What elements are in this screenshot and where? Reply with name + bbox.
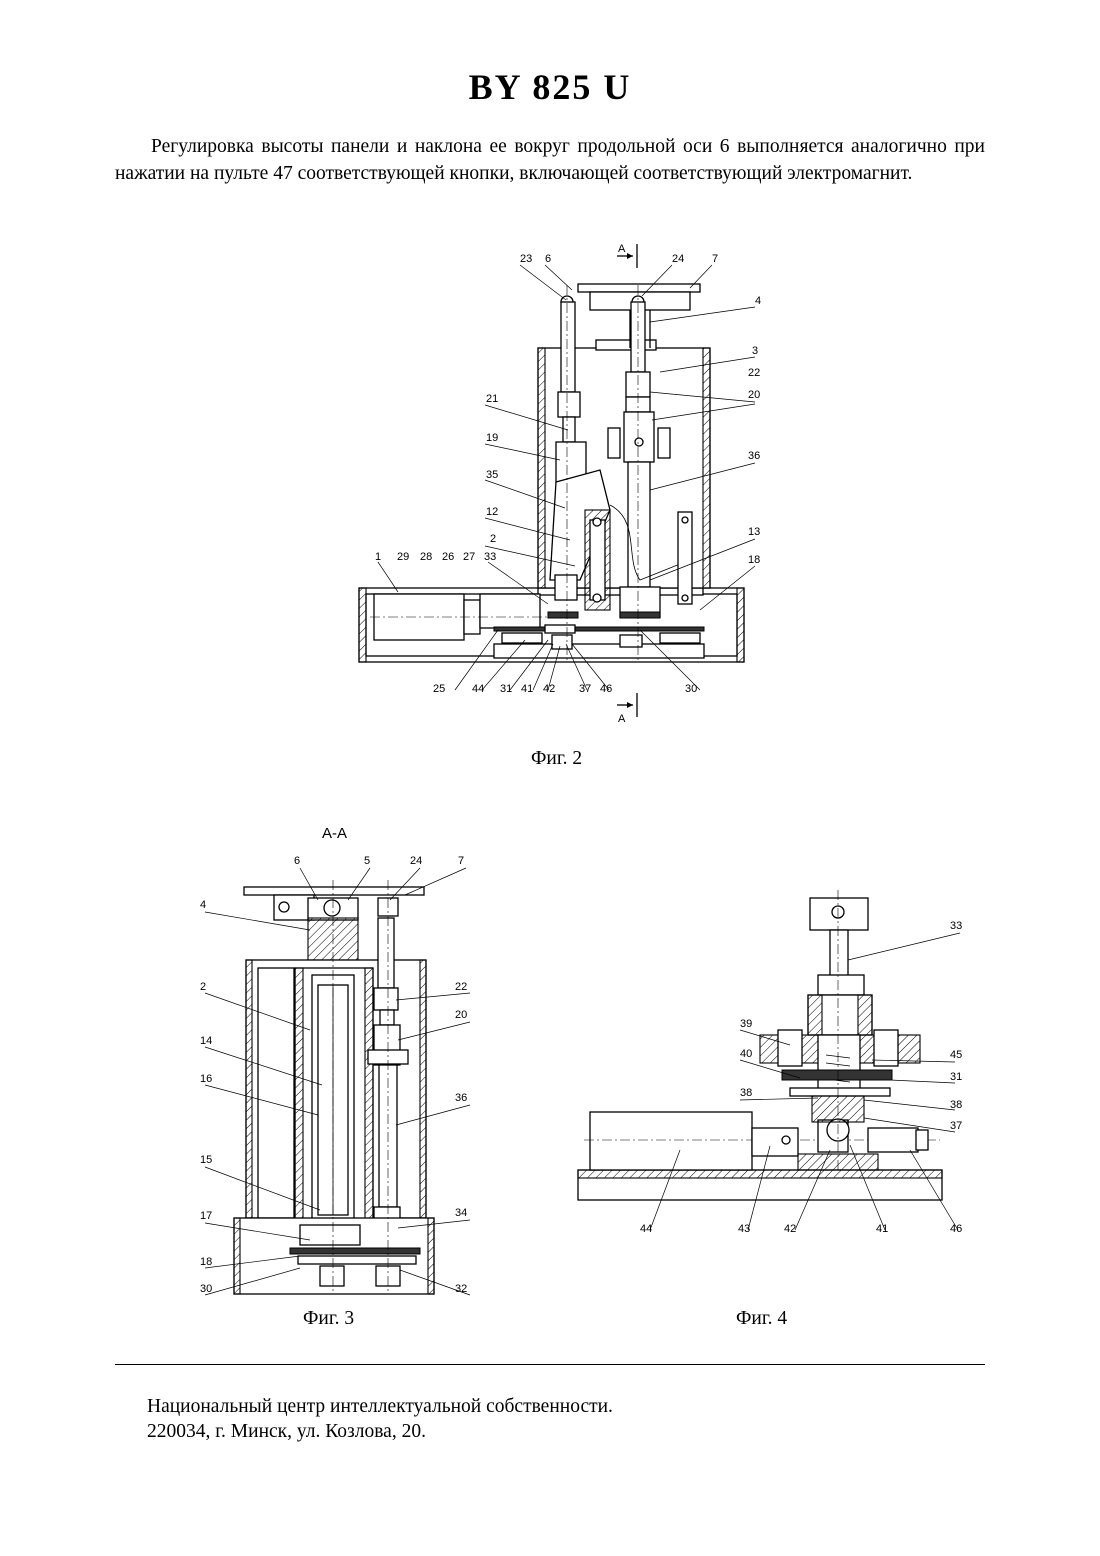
- fig2-label: 25: [433, 683, 445, 695]
- fig3-label: 6: [294, 855, 300, 867]
- fig4-label: 44: [640, 1223, 652, 1235]
- fig2-label: 4: [755, 295, 761, 307]
- fig2-label: 24: [672, 253, 684, 265]
- fig2-label: 21: [486, 393, 498, 405]
- fig4-label: 38: [740, 1087, 752, 1099]
- fig2-caption: Фиг. 2: [531, 748, 582, 770]
- fig4-label: 46: [950, 1223, 962, 1235]
- fig2-label: 36: [748, 450, 760, 462]
- figure-4-drawing: [578, 890, 942, 1200]
- fig2-label: 27: [463, 551, 475, 563]
- fig2-label: 19: [486, 432, 498, 444]
- fig3-label: 16: [200, 1073, 212, 1085]
- fig4-label: 38: [950, 1099, 962, 1111]
- fig3-caption: Фиг. 3: [303, 1308, 354, 1330]
- fig3-label: 15: [200, 1154, 212, 1166]
- fig2-label: 3: [752, 345, 758, 357]
- fig2-label: 26: [442, 551, 454, 563]
- footer-line-2: 220034, г. Минск, ул. Козлова, 20.: [147, 1421, 426, 1443]
- section-mark-bottom: А: [618, 713, 626, 725]
- fig3-label: 34: [455, 1207, 467, 1219]
- fig2-label: 7: [712, 253, 718, 265]
- fig3-label: 32: [455, 1283, 467, 1295]
- fig2-label: 13: [748, 526, 760, 538]
- fig2-label: 35: [486, 469, 498, 481]
- fig4-label: 37: [950, 1120, 962, 1132]
- fig3-label: 18: [200, 1256, 212, 1268]
- fig4-label: 31: [950, 1071, 962, 1083]
- fig4-label: 43: [738, 1223, 750, 1235]
- fig4-label: 39: [740, 1018, 752, 1030]
- fig3-label: 30: [200, 1283, 212, 1295]
- figure-3-drawing: [234, 880, 434, 1294]
- fig3-label: 2: [200, 981, 206, 993]
- fig2-label: 31: [500, 683, 512, 695]
- fig3-label: 20: [455, 1009, 467, 1021]
- fig3-label: 22: [455, 981, 467, 993]
- fig3-label: 5: [364, 855, 370, 867]
- fig2-label: 1: [375, 551, 381, 563]
- fig2-label: 41: [521, 683, 533, 695]
- fig4-label: 42: [784, 1223, 796, 1235]
- fig4-label: 41: [876, 1223, 888, 1235]
- fig2-label: 23: [520, 253, 532, 265]
- fig2-label: 18: [748, 554, 760, 566]
- fig3-label: 36: [455, 1092, 467, 1104]
- fig2-label: 6: [545, 253, 551, 265]
- fig4-label: 33: [950, 920, 962, 932]
- fig2-label: 12: [486, 506, 498, 518]
- fig2-label: 2: [490, 533, 496, 545]
- fig2-label: 37: [579, 683, 591, 695]
- fig2-label: 28: [420, 551, 432, 563]
- fig2-label: 22: [748, 367, 760, 379]
- footer-divider: [115, 1364, 985, 1365]
- fig2-label: 44: [472, 683, 484, 695]
- fig2-label: 30: [685, 683, 697, 695]
- fig2-label: 20: [748, 389, 760, 401]
- fig3-label: 17: [200, 1210, 212, 1222]
- section-mark-top: А: [618, 243, 626, 255]
- fig3-label: 4: [200, 899, 206, 911]
- footer-line-1: Национальный центр интеллектуальной собс…: [147, 1396, 613, 1418]
- fig4-label: 45: [950, 1049, 962, 1061]
- fig2-label: 42: [543, 683, 555, 695]
- fig3-label: 7: [458, 855, 464, 867]
- fig4-label: 40: [740, 1048, 752, 1060]
- fig2-label: 29: [397, 551, 409, 563]
- fig2-label: 46: [600, 683, 612, 695]
- fig3-label: 24: [410, 855, 422, 867]
- fig3-label: 14: [200, 1035, 212, 1047]
- section-title-aa: А-А: [322, 825, 347, 842]
- fig4-caption: Фиг. 4: [736, 1308, 787, 1330]
- fig2-label: 33: [484, 551, 496, 563]
